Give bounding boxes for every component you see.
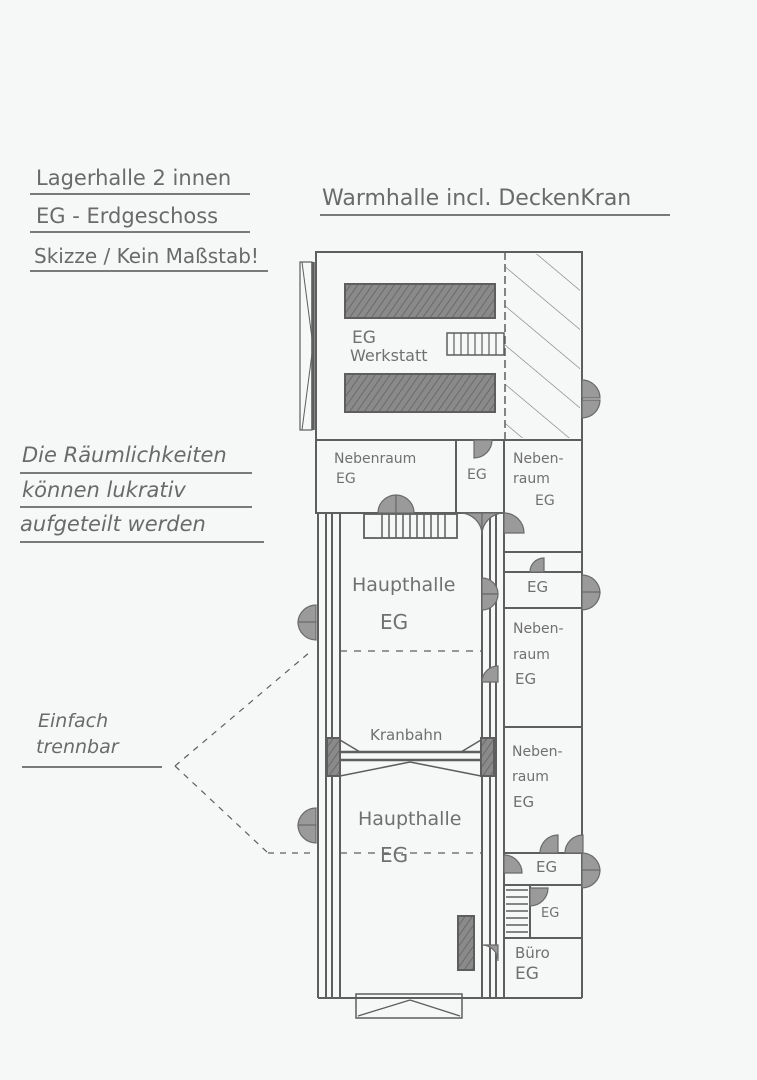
room-nebenraum-top-left-2: EG <box>336 471 356 487</box>
title-line-2: EG - Erdgeschoss <box>36 204 219 228</box>
title-underline-1 <box>30 193 250 195</box>
title-underline-3 <box>30 270 268 272</box>
remark-underline-2 <box>20 506 252 508</box>
title-line-3: Skizze / Kein Maßstab! <box>34 244 259 268</box>
plan-title-underline <box>320 214 670 216</box>
room-eg-side-3: EG <box>541 906 560 921</box>
room-werkstatt-label-1: EG <box>352 328 376 348</box>
kranbahn-label: Kranbahn <box>370 726 443 744</box>
divider-note-line-1: Einfach <box>38 710 109 732</box>
room-eg-side-1: EG <box>527 578 549 596</box>
remark-line-2: können lukrativ <box>22 478 186 502</box>
room-werkstatt-label-2: Werkstatt <box>350 346 428 365</box>
room-buero-floor: EG <box>515 964 539 984</box>
room-nebenraum-right-3-1: Neben- <box>512 744 563 760</box>
room-buero-name: Büro <box>515 944 550 962</box>
room-nebenraum-top-right-1: Neben- <box>513 451 564 467</box>
room-eg-small-top: EG <box>467 467 487 483</box>
room-haupthalle-2-floor: EG <box>380 843 409 867</box>
room-eg-side-2: EG <box>536 858 558 876</box>
remark-line-3: aufgeteilt werden <box>20 512 206 536</box>
room-nebenraum-right-2-2: raum <box>513 647 550 663</box>
room-nebenraum-top-right-3: EG <box>535 493 555 509</box>
divider-note-line-2: trennbar <box>36 736 119 758</box>
room-haupthalle-1-name: Haupthalle <box>352 574 456 596</box>
room-nebenraum-top-left-1: Nebenraum <box>334 451 417 467</box>
title-underline-2 <box>30 231 250 233</box>
room-nebenraum-right-3-3: EG <box>513 793 535 811</box>
room-haupthalle-2-name: Haupthalle <box>358 808 462 830</box>
remark-underline-1 <box>20 472 252 474</box>
plan-title: Warmhalle incl. DeckenKran <box>322 186 632 211</box>
room-nebenraum-right-3-2: raum <box>512 769 549 785</box>
title-line-1: Lagerhalle 2 innen <box>36 166 232 190</box>
remark-underline-3 <box>20 541 264 543</box>
room-nebenraum-right-2-3: EG <box>515 670 537 688</box>
remark-line-1: Die Räumlichkeiten <box>22 443 227 467</box>
divider-note-underline <box>22 766 162 768</box>
room-nebenraum-top-right-2: raum <box>513 471 550 487</box>
room-nebenraum-right-2-1: Neben- <box>513 621 564 637</box>
room-haupthalle-1-floor: EG <box>380 610 409 634</box>
